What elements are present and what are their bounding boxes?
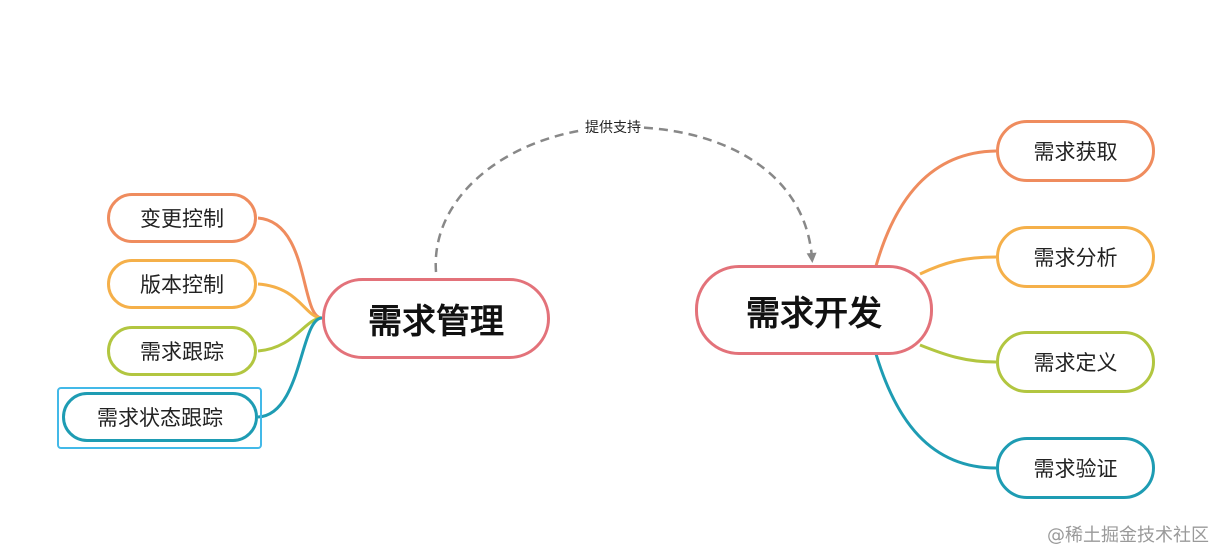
- watermark: @稀土掘金技术社区: [1047, 525, 1209, 546]
- branch-requirement-tracking[interactable]: 需求跟踪: [107, 326, 257, 376]
- connector-right-analysis: [919, 255, 997, 276]
- relationship-label[interactable]: 提供支持: [583, 117, 643, 137]
- branch-label: 需求跟踪: [140, 340, 224, 364]
- central-topic-label: 需求开发: [746, 293, 882, 334]
- connector-left-status-tracking: [257, 316, 323, 419]
- branch-change-control[interactable]: 变更控制: [107, 193, 257, 243]
- branch-requirement-analysis[interactable]: 需求分析: [996, 226, 1155, 288]
- connector-right-definition: [919, 343, 997, 364]
- central-topic-requirements-development[interactable]: 需求开发: [695, 265, 933, 355]
- branch-label: 需求分析: [1033, 246, 1118, 270]
- branch-requirement-status-tracking[interactable]: 需求状态跟踪: [62, 392, 258, 442]
- branch-label: 需求状态跟踪: [97, 406, 223, 430]
- relationship-arrow[interactable]: [434, 125, 817, 273]
- branch-label: 需求定义: [1033, 351, 1118, 375]
- central-topic-label: 需求管理: [368, 302, 504, 342]
- branch-label: 版本控制: [140, 273, 224, 297]
- central-topic-requirements-management[interactable]: 需求管理: [322, 278, 550, 359]
- connector-right-elicitation: [874, 149, 997, 267]
- selection-highlight: [57, 387, 262, 449]
- connector-left-change-control: [257, 216, 323, 320]
- connector-left-version-control: [257, 282, 323, 320]
- branch-requirement-definition[interactable]: 需求定义: [996, 331, 1155, 393]
- branch-version-control[interactable]: 版本控制: [107, 259, 257, 309]
- branch-label: 变更控制: [140, 207, 224, 231]
- branch-label: 需求验证: [1033, 457, 1118, 481]
- connector-right-validation: [874, 353, 997, 470]
- branch-label: 需求获取: [1033, 140, 1118, 164]
- branch-requirement-validation[interactable]: 需求验证: [996, 437, 1155, 499]
- branch-requirement-elicitation[interactable]: 需求获取: [996, 120, 1155, 182]
